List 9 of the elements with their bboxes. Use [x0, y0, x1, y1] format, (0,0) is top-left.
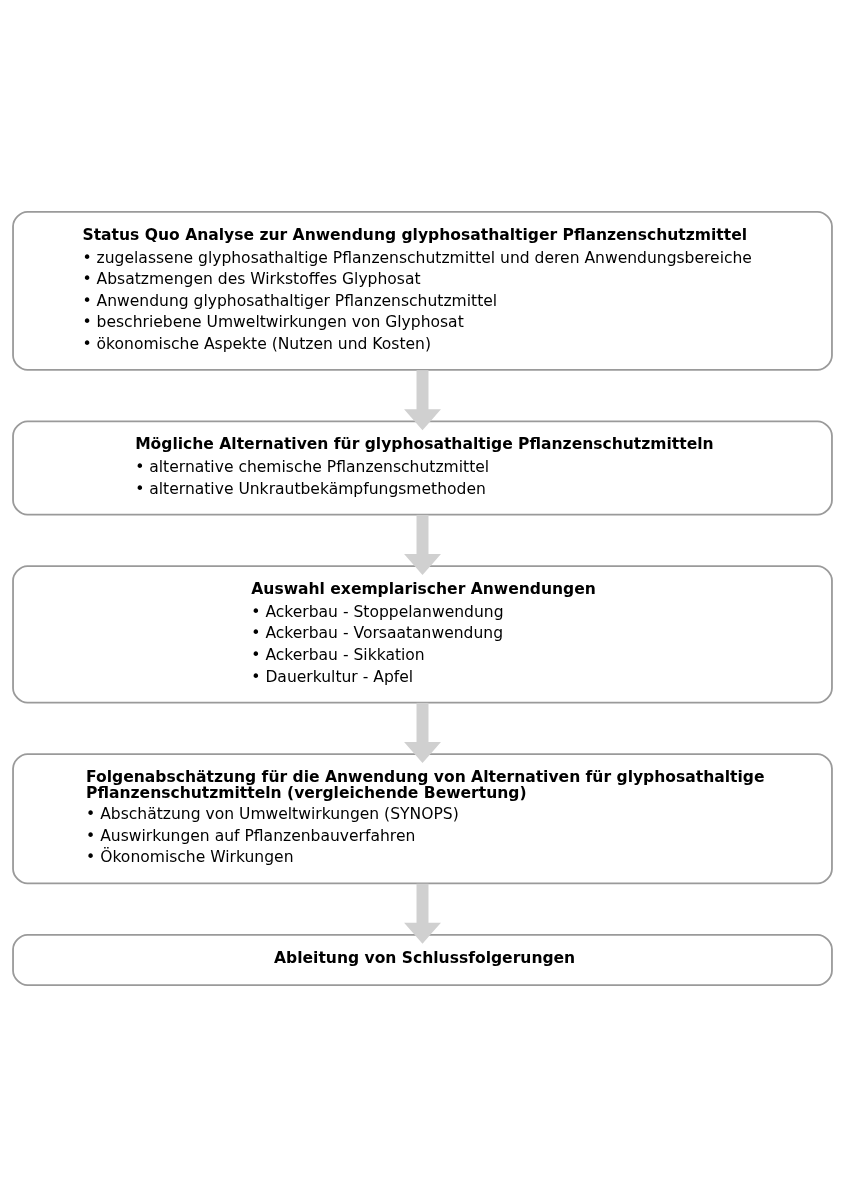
node-box: Auswahl exemplarischer Anwendungen • Ackerbau - Stoppelanwendung • Ackerbau - Vorsaatanwendung • Ackerbau - Sikkation • Dauerkultur - Apfel — [12, 565, 833, 704]
arrow — [404, 883, 441, 944]
node-box: Ableitung von Schlussfolgerungen — [12, 934, 833, 987]
arrow — [404, 514, 441, 576]
arrow — [404, 370, 441, 431]
arrow — [404, 702, 441, 764]
node-box: Status Quo Analyse zur Anwendung glyphosathaltiger Pflanzenschutzmittel • zugelassene glyphosathaltige Pflanzenschutzmittel und deren Anwendungsbereiche • Absatzmengen des Wirkstoffes Glyphosat • Anwendung glyphosathaltiger Pflanzenschutzmittel • beschriebene Umweltwirkungen von Glyphosat • ökonomische Aspekte (Nutzen und Kosten) — [12, 210, 833, 371]
node-box: Folgenabschätzung für die Anwendung von Alternativen für glyphosathaltige Pflanzenschutzmitteln (vergleichende Bewertung) • Abschätzung von Umweltwirkungen (SYNOPS) • Auswirkungen auf Pflanzenbauverfahren • Ökonomische Wirkungen — [12, 753, 833, 885]
node-box: Mögliche Alternativen für glyphosathaltige Pflanzenschutzmitteln • alternative chemische Pflanzenschutzmittel • alternative Unkrautbekämpfungsmethoden — [12, 420, 833, 516]
